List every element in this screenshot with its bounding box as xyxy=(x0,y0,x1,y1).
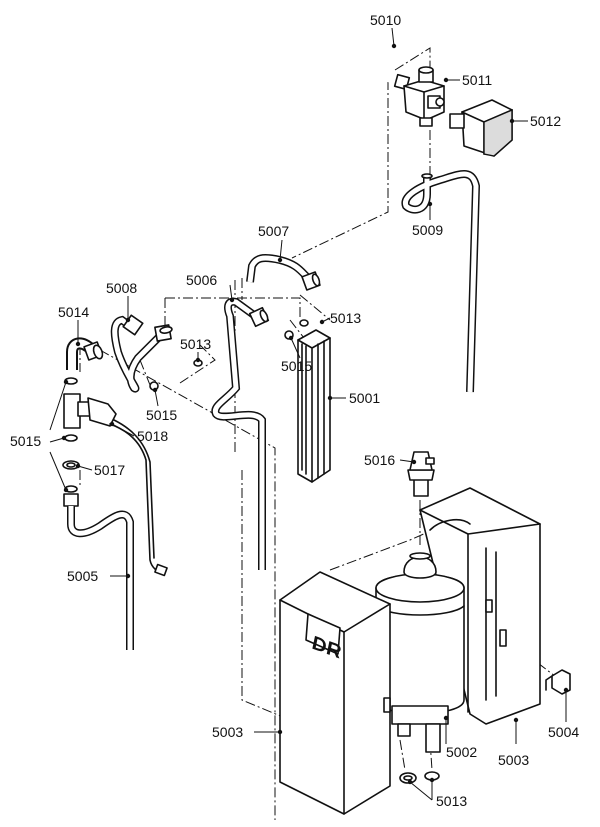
part-5002-cylinder xyxy=(375,552,465,753)
part-5016-air-vent xyxy=(407,451,435,497)
label-5007: 5007 xyxy=(258,223,289,239)
label-5003-a: 5003 xyxy=(212,724,243,740)
label-5015-c: 5015 xyxy=(10,433,41,449)
label-5004: 5004 xyxy=(548,724,579,740)
label-5013-a: 5013 xyxy=(330,310,361,326)
part-5011-valve xyxy=(403,66,445,127)
label-5003-b: 5003 xyxy=(498,752,529,768)
part-5005-pipe xyxy=(63,493,134,650)
label-5012: 5012 xyxy=(530,113,561,129)
label-5015-a: 5015 xyxy=(281,358,312,374)
part-5012-actuator xyxy=(449,99,513,157)
part-5007-pipe xyxy=(246,254,321,291)
part-5013-bottom-rings xyxy=(399,771,440,784)
label-5002: 5002 xyxy=(446,744,477,760)
part-labels: 5010 5011 5012 5009 5007 5013 5006 5015 … xyxy=(10,12,579,809)
label-5005: 5005 xyxy=(67,568,98,584)
part-5010-pipe xyxy=(372,39,411,91)
label-5015-b: 5015 xyxy=(146,407,177,423)
label-5009: 5009 xyxy=(412,222,443,238)
leader-lines xyxy=(49,27,569,801)
part-5003-back-panel xyxy=(419,487,541,725)
part-5006-pipe xyxy=(211,297,270,570)
label-5011: 5011 xyxy=(462,72,492,88)
label-5006: 5006 xyxy=(186,272,217,288)
label-5014: 5014 xyxy=(58,304,89,320)
label-5016: 5016 xyxy=(364,452,395,468)
part-5008-pipe xyxy=(110,314,173,393)
label-5013-c: 5013 xyxy=(436,793,467,809)
part-5003-front-cover: DR xyxy=(279,571,391,815)
part-5009-pipe xyxy=(401,170,481,393)
label-5013-b: 5013 xyxy=(180,336,211,352)
label-5017: 5017 xyxy=(94,462,125,478)
part-5014-elbow xyxy=(66,337,104,370)
label-5018: 5018 xyxy=(137,428,168,444)
gasket-ring xyxy=(299,319,309,327)
label-5008: 5008 xyxy=(106,280,137,296)
label-5010: 5010 xyxy=(370,12,401,28)
label-5001: 5001 xyxy=(349,390,380,406)
part-5001-heat-exchanger xyxy=(297,329,331,483)
gasket-ring xyxy=(64,434,78,442)
